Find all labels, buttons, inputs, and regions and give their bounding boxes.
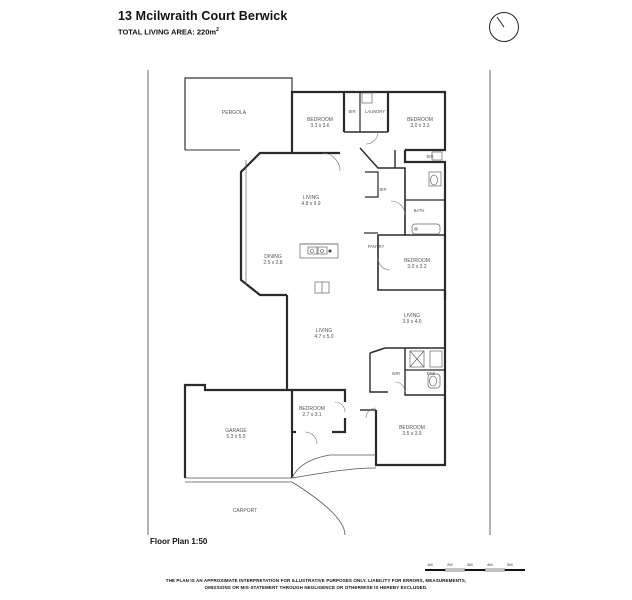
room-label-laundry: LAUNDRY (365, 109, 385, 114)
toilet-icon (429, 174, 438, 387)
room-label-bir-3: BIR (380, 187, 387, 192)
room-label-living-2: LIVING (404, 313, 421, 319)
total-area-label: TOTAL LIVING AREA: 220m (118, 27, 217, 37)
room-label-living-1: LIVING (303, 195, 320, 201)
area-unit-superscript: 2 (216, 27, 219, 33)
room-label-living-3: LIVING (316, 328, 333, 334)
room-label-ens: ENS (427, 371, 436, 376)
north-compass-icon (489, 12, 519, 42)
room-label-wir: WIR (392, 371, 400, 376)
room-label-dining: DINING (264, 254, 282, 260)
total-living-area: TOTAL LIVING AREA: 220m2 (118, 27, 219, 37)
room-dims-bedroom-3: 3.0 x 3.2 (407, 264, 426, 270)
garage-carport-lines (185, 454, 377, 536)
scale-tick-5: 5M (507, 562, 513, 567)
room-dims-living-2: 3.9 x 4.0 (402, 319, 421, 325)
room-label-bedroom-4: BEDROOM (299, 406, 325, 412)
room-label-bir-1: BIR (349, 109, 356, 114)
room-dims-dining: 2.5 x 2.8 (263, 260, 282, 266)
scale-tick-4: 4M (487, 562, 493, 567)
room-label-pantry: PANTRY (368, 244, 385, 249)
room-label-bedroom-1: BEDROOM (307, 117, 333, 123)
room-label-bir-2: BIR (427, 154, 434, 159)
room-dims-garage: 5.3 x 5.5 (226, 434, 245, 440)
walls (183, 77, 447, 478)
room-label-garage: GARAGE (225, 428, 247, 434)
room-label-bath: BATH (414, 208, 425, 213)
bathtub-icon (414, 227, 418, 231)
scale-tick-3: 3M (467, 562, 473, 567)
scale-tick-2: 2M (447, 562, 453, 567)
property-address: 13 Mcilwraith Court Berwick (118, 9, 288, 23)
disclaimer-line-2: OMISSIONS OR MIS-STATEMENT THROUGH NEGLI… (204, 585, 428, 590)
sink-icon (310, 249, 324, 253)
room-label-carport: CARPORT (233, 508, 257, 514)
disclaimer: THE PLAN IS AN APPROXIMATE INTERPRETATIO… (150, 577, 482, 591)
interior-details (245, 92, 443, 389)
shower-icon (409, 350, 425, 368)
disclaimer-line-1: THE PLAN IS AN APPROXIMATE INTERPRETATIO… (165, 578, 467, 583)
scale-tick-1: 1M (427, 562, 433, 567)
room-label-pergola: PERGOLA (222, 110, 247, 116)
room-dims-bedroom-1: 3.3 x 3.6 (310, 123, 329, 129)
room-dims-living-1: 4.8 x 6.9 (301, 201, 320, 207)
room-label-bedroom-3: BEDROOM (404, 258, 430, 264)
room-dims-living-3: 4.7 x 5.0 (314, 334, 333, 340)
cooktop-icon (328, 249, 332, 253)
room-dims-bedroom-5: 3.5 x 3.9 (402, 431, 421, 437)
floor-plan-caption: Floor Plan 1:50 (150, 537, 208, 546)
door-swings (304, 131, 406, 445)
room-label-bedroom-5: BEDROOM (399, 425, 425, 431)
room-dims-bedroom-4: 2.7 x 3.1 (302, 412, 321, 418)
room-label-bedroom-2: BEDROOM (407, 117, 433, 123)
scale-bar: 1M 2M 3M 4M 5M (425, 562, 525, 572)
room-dims-bedroom-2: 3.0 x 3.3 (410, 123, 429, 129)
